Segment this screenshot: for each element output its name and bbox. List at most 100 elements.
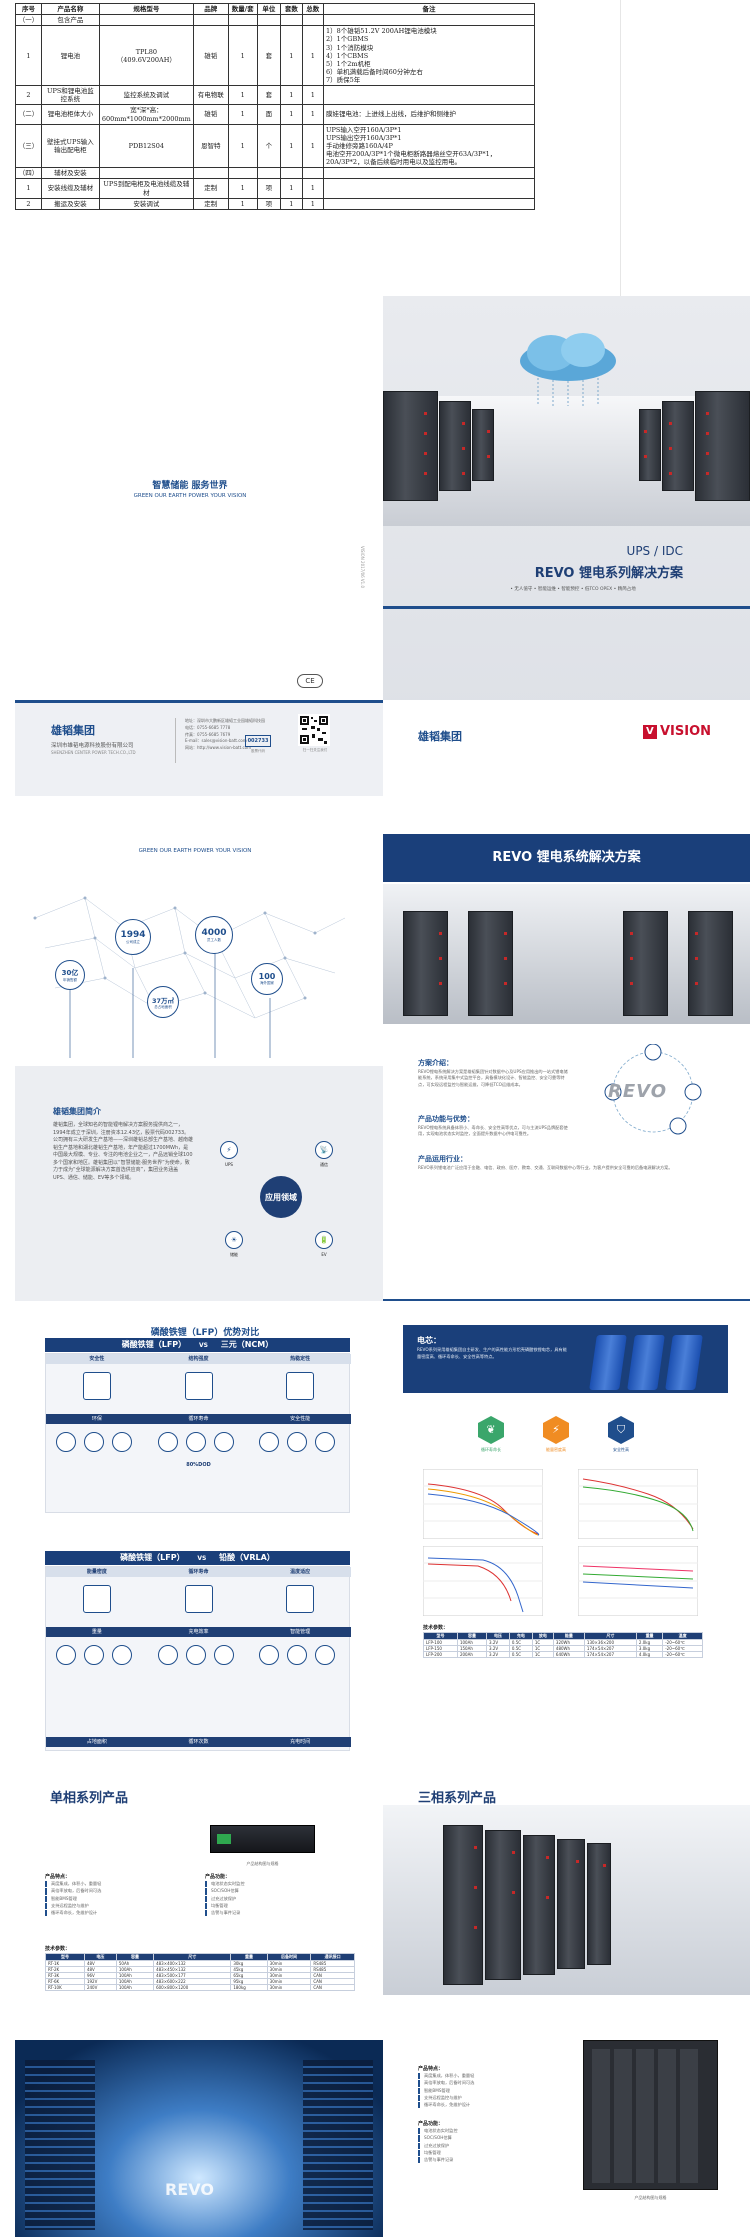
compare-row-label: 充电效率 — [147, 1627, 250, 1637]
mini-table-cell: 4.0kg — [635, 1651, 664, 1658]
table-header-cell: 品牌 — [192, 2, 229, 16]
table-cell: 1 — [301, 25, 325, 87]
table-cell: 1 — [301, 197, 325, 210]
server-rack — [472, 409, 494, 481]
rack-row-right — [303, 2060, 373, 2230]
compare-graphic-icon — [286, 1585, 315, 1613]
compare-row-label: 安全性能 — [249, 1414, 351, 1424]
table-cell — [323, 85, 535, 106]
single-feature-list: 高度集成，体积小，重量轻高倍率放电，后备时间可选智能BMS管理支持远程监控与维护… — [45, 1881, 180, 1917]
app-label: 通信 — [320, 1162, 328, 1167]
table-cell — [256, 14, 282, 27]
table-cell: 1 — [227, 197, 258, 210]
table-cell: 1）8个雄韬51.2V 200AH锂电池模块 2）1个GBMS 3）1个消防模块… — [323, 25, 535, 87]
cell-spec-title: 技术参数： — [423, 1625, 449, 1631]
table-cell: 雄韬 — [192, 25, 229, 87]
table-cell: 项 — [256, 178, 282, 199]
mini-table-header: 电压 — [486, 1632, 510, 1640]
compare-graphic-icon — [82, 1372, 111, 1400]
compare-graphic-icon — [82, 1585, 111, 1613]
company-name: 深圳市雄韬电源科技股份有限公司 — [51, 743, 134, 749]
table-header-cell: 数量/套 — [227, 2, 258, 16]
cabinet-module — [614, 2049, 632, 2183]
table-cell: UPS和锂电池监控系统 — [40, 85, 100, 106]
company-logo-cn: 雄韬集团 — [51, 724, 95, 737]
address-line: E-mail：sales@vision-batt.com — [185, 738, 247, 744]
table-cell: 套 — [256, 25, 282, 87]
overview-title: 方案介绍： — [418, 1059, 453, 1067]
three-title: 三相系列产品 — [418, 1791, 497, 1806]
mini-table-header: 能量 — [552, 1632, 585, 1640]
table-header-cell: 套数 — [280, 2, 303, 16]
compare-feature-icon — [259, 1645, 280, 1665]
revo-watermark: REVO — [165, 2180, 214, 2199]
table-header-cell: 备注 — [323, 2, 535, 16]
cover-front: UPS / IDC REVO 锂电系列解决方案 • 无人值守 • 智能运维 • … — [383, 296, 750, 796]
app-label: 储能 — [230, 1252, 238, 1257]
compare-right: 电芯： REVO系列采用雄韬集团自主研发、生产的高性能方形铝壳磷酸铁锂电芯，具有… — [383, 1301, 750, 1775]
table-cell: 雄韬 — [192, 104, 229, 125]
cover-back-footer: 雄韬集团 深圳市雄韬电源科技股份有限公司 SHENZHEN CENTER POW… — [15, 700, 383, 796]
badge-label: 循环寿命长 — [481, 1447, 501, 1452]
bullet-item: 过充过放保护 — [205, 1895, 340, 1902]
mini-table-header: 型号 — [423, 1632, 458, 1640]
three-phase-photo — [383, 1805, 750, 1995]
footer-divider — [175, 718, 176, 763]
compare-left: 磷酸铁锂（LFP）优势对比 磷酸铁锂（LFP） VS 三元（NCM） 安全性结构… — [15, 1301, 383, 1775]
vision-logo: V VISION — [643, 724, 711, 739]
table-cell: 1 — [227, 104, 258, 125]
single-feature-title: 产品特点： — [45, 1874, 71, 1880]
mini-table-cell: 0.5C — [508, 1651, 533, 1658]
compare-feature-icon — [315, 1645, 336, 1665]
intro-right: REVO 锂电系统解决方案 方案介绍： REVO锂电系统解决方案是雄韬集团针对数… — [383, 796, 750, 1301]
world-map-network — [33, 896, 346, 1058]
compare-feature-icon — [84, 1432, 104, 1452]
cover-title-line1: UPS / IDC — [626, 544, 683, 558]
mini-table-cell: 600×800×1200 — [153, 1984, 232, 1991]
table-cell: 1 — [15, 178, 42, 199]
table-cell — [192, 167, 229, 180]
three-phase-page: 三相系列产品 产品特点： 高度集成，体积小，重量轻高倍率放电，后备时间可选智能B… — [383, 1775, 750, 2237]
three-feature-title: 产品特点： — [418, 2066, 444, 2072]
feature-text: REVO锂电系统具备体积小、寿命长、安全性高等优点，可与主流UPS品牌配套使用，… — [418, 1125, 568, 1137]
vs1-vs: VS — [198, 1342, 208, 1349]
ups-unit-image — [210, 1825, 315, 1853]
system-diagram — [604, 1044, 702, 1135]
vision-logo-text: VISION — [660, 724, 712, 739]
table-cell: 1 — [227, 123, 258, 169]
rack-row-left — [25, 2060, 95, 2230]
table-cell: 1 — [301, 85, 325, 106]
table-cell: （一） — [15, 14, 42, 27]
app-center-circle: 应用领域 — [260, 1176, 302, 1218]
cell-banner: 电芯： REVO系列采用雄韬集团自主研发、生产的高性能方形铝壳磷酸铁锂电芯，具有… — [403, 1325, 728, 1393]
table-row: （一）包含产品 — [15, 14, 535, 27]
vs1-b: 三元（NCM） — [220, 1340, 274, 1349]
server-rack — [688, 911, 733, 1016]
cover-back: 智慧储能 服务世界 GREEN OUR EARTH POWER YOUR VIS… — [15, 296, 383, 796]
mini-table-header: 重量 — [230, 1953, 268, 1961]
page-edge-line — [620, 0, 621, 296]
app-label: EV — [321, 1252, 327, 1257]
table-header-cell: 规格型号 — [98, 2, 194, 16]
compare-feature-icon — [112, 1645, 132, 1665]
table-cell — [280, 14, 303, 27]
table-cell — [256, 167, 282, 180]
compare-column-header: 温度适应 — [249, 1567, 351, 1577]
bullet-item: 高倍率放电，后备时间可选 — [45, 1888, 180, 1895]
table-header-cell: 单位 — [256, 2, 282, 16]
corridor-image: REVO — [15, 2040, 383, 2237]
server-rack — [485, 1830, 521, 1980]
bullet-item: SOC/SOH估算 — [418, 2135, 568, 2142]
mini-table-header: 电压 — [83, 1953, 117, 1961]
compare-spread: 磷酸铁锂（LFP）优势对比 磷酸铁锂（LFP） VS 三元（NCM） 安全性结构… — [15, 1301, 750, 1775]
table-cell: 壁挂式UPS输入输出配电柜 — [40, 123, 100, 169]
stat-label: 员工人数 — [207, 937, 221, 942]
app-label: UPS — [225, 1162, 233, 1167]
table-row: （四）辅材及安装 — [15, 167, 535, 180]
mini-table-cell: 174×54×207 — [583, 1651, 637, 1658]
bullet-item: 过充过放保护 — [418, 2142, 568, 2149]
table-cell: 项 — [256, 197, 282, 210]
